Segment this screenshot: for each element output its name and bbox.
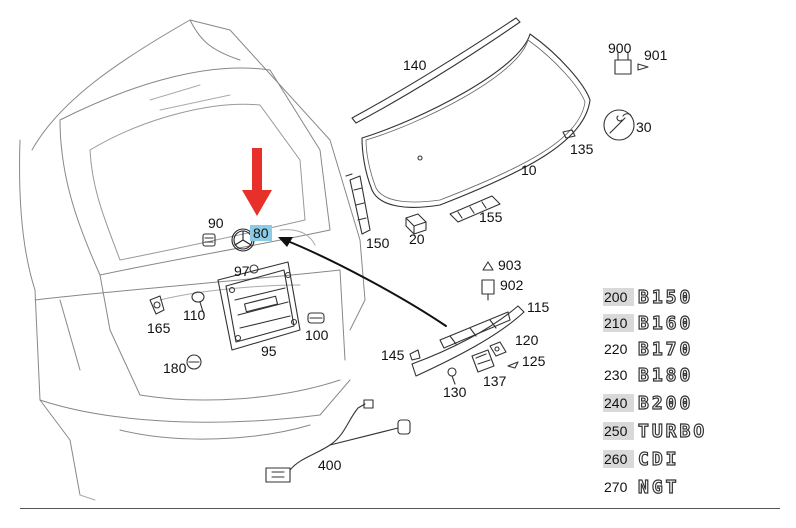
emblem-badge-text: B150 (637, 286, 694, 308)
callout-125: 125 (522, 353, 546, 369)
callout-137: 137 (483, 373, 507, 389)
weather-strip-part-140 (351, 17, 521, 124)
emblem-number: 240 (603, 394, 634, 412)
emblem-row-250: 250 TURBO (603, 420, 707, 442)
callout-165: 165 (147, 320, 171, 336)
callout-400: 400 (318, 457, 342, 473)
plug-part-100 (307, 312, 325, 324)
callout-30: 30 (636, 119, 652, 135)
callout-20: 20 (409, 231, 425, 247)
emblem-number: 200 (603, 288, 634, 306)
callout-155: 155 (479, 209, 503, 225)
screw-part-110 (191, 291, 205, 313)
emblem-number: 260 (603, 450, 634, 468)
bumper-part-180 (186, 354, 202, 370)
screw-part-130 (447, 367, 457, 385)
emblem-badge-text: TURBO (637, 420, 708, 442)
callout-180: 180 (163, 360, 187, 376)
callout-115: 115 (527, 299, 550, 315)
clip-part-165 (149, 295, 165, 315)
callout-903: 903 (498, 257, 522, 273)
emblem-row-230: 230 B180 (603, 364, 693, 386)
bracket-part-150 (345, 173, 371, 235)
emblem-badge-text: CDI (637, 448, 680, 470)
bottom-divider (20, 508, 780, 509)
clip-part-145 (409, 349, 421, 361)
emblem-number: 220 (604, 341, 628, 357)
emblem-number: 230 (604, 367, 628, 383)
emblem-row-210: 210 B160 (603, 312, 693, 334)
callout-97: 97 (234, 263, 250, 279)
callout-902: 902 (500, 277, 524, 293)
emblem-number: 250 (603, 422, 634, 440)
handle-strip-part-115 (411, 305, 525, 377)
callout-80-highlighted: 80 (250, 225, 272, 241)
emblem-number: 210 (603, 314, 634, 332)
emblem-row-240: 240 B200 (603, 392, 693, 414)
emblem-row-220: 220 B170 (603, 338, 693, 360)
clip-strip-part-155 (449, 195, 501, 223)
switch-part-902 (481, 279, 495, 301)
lens-part-125 (507, 361, 519, 369)
pointer-arrow-icon (278, 237, 447, 327)
emblem-row-260: 260 CDI (603, 448, 680, 470)
emblem-badge-text: B180 (637, 364, 694, 386)
connector-part-900 (614, 51, 649, 75)
callout-100: 100 (305, 327, 329, 343)
callout-140: 140 (403, 57, 427, 73)
vehicle-rear-outline (19, 19, 366, 501)
callout-145: 145 (381, 347, 405, 363)
spacer-part-135 (562, 129, 576, 139)
callout-90: 90 (208, 215, 224, 231)
emblem-number: 270 (604, 479, 628, 495)
rear-window-part-10 (361, 33, 591, 208)
highlight-arrow-icon (242, 148, 272, 216)
callout-900: 900 (608, 40, 632, 56)
callout-120: 120 (515, 332, 539, 348)
emblem-row-270: 270 NGT (603, 476, 680, 498)
callout-130: 130 (443, 384, 467, 400)
callout-10: 10 (521, 162, 537, 178)
screw-part-903 (482, 261, 494, 271)
callout-901: 901 (644, 47, 668, 63)
clip-part-90 (202, 233, 216, 247)
block-part-20 (405, 213, 427, 235)
emblem-badge-text: B200 (637, 392, 694, 414)
emblem-row-200: 200 B150 (603, 286, 693, 308)
emblem-badge-text: NGT (637, 476, 680, 498)
emblem-badge-text: B160 (637, 312, 694, 334)
wrench-circle-part-30 (603, 109, 635, 141)
clip-part-97 (249, 264, 259, 274)
callout-95: 95 (261, 343, 277, 359)
camera-part-120 (489, 341, 507, 357)
lock-part-137 (471, 349, 495, 373)
wiring-harness-part-400 (265, 399, 411, 483)
license-plate-bracket-part-95 (217, 261, 301, 351)
callout-150: 150 (366, 235, 390, 251)
callout-135: 135 (570, 141, 594, 157)
emblem-badge-text: B170 (637, 338, 694, 360)
callout-110: 110 (183, 307, 206, 323)
